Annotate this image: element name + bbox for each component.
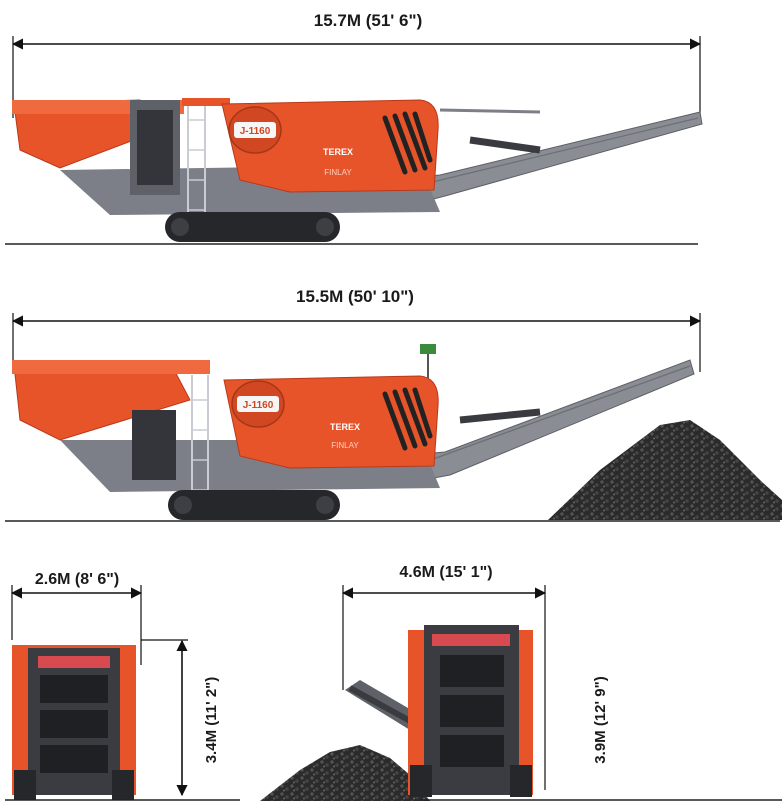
width-transport-label: 2.6M (8' 6") — [35, 571, 119, 588]
stockpile-rear — [260, 745, 430, 801]
height-transport-label: 3.4M (11' 2") — [203, 677, 220, 764]
sub-brand-text: FINLAY — [324, 168, 352, 177]
rear-view-working: 4.6M (15' 1") 3.9M (12' 9") — [260, 564, 782, 801]
crusher-side-working: J-1160 TEREX FINLAY — [12, 344, 695, 520]
stockpile — [548, 420, 782, 520]
width-working-label: 4.6M (15' 1") — [399, 564, 492, 581]
sub-brand-text-working: FINLAY — [331, 441, 359, 450]
height-working-label: 3.9M (12' 9") — [592, 676, 609, 763]
crusher-rear-transport — [12, 645, 136, 800]
model-badge — [234, 122, 276, 138]
side-view-working: 15.5M (50' 10") J-1160 — [5, 287, 782, 522]
crusher-rear-working — [345, 625, 533, 797]
engine-vents — [382, 111, 433, 175]
brand-text-working: TEREX — [330, 422, 360, 432]
crusher-side-transport: J-1160 TEREX FINLAY — [12, 98, 703, 242]
side-view-transport: 15.7M (51' 6") — [5, 11, 703, 245]
overall-length-working-label: 15.5M (50' 10") — [296, 287, 414, 306]
overall-length-transport-label: 15.7M (51' 6") — [314, 11, 422, 30]
model-badge-text-working: J-1160 — [243, 400, 274, 411]
crawler-track — [165, 212, 340, 242]
rear-view-transport: 2.6M (8' 6") 3.4M (11' 2") — [5, 571, 240, 801]
model-badge-text: J-1160 — [240, 126, 271, 137]
brand-text: TEREX — [323, 147, 353, 157]
